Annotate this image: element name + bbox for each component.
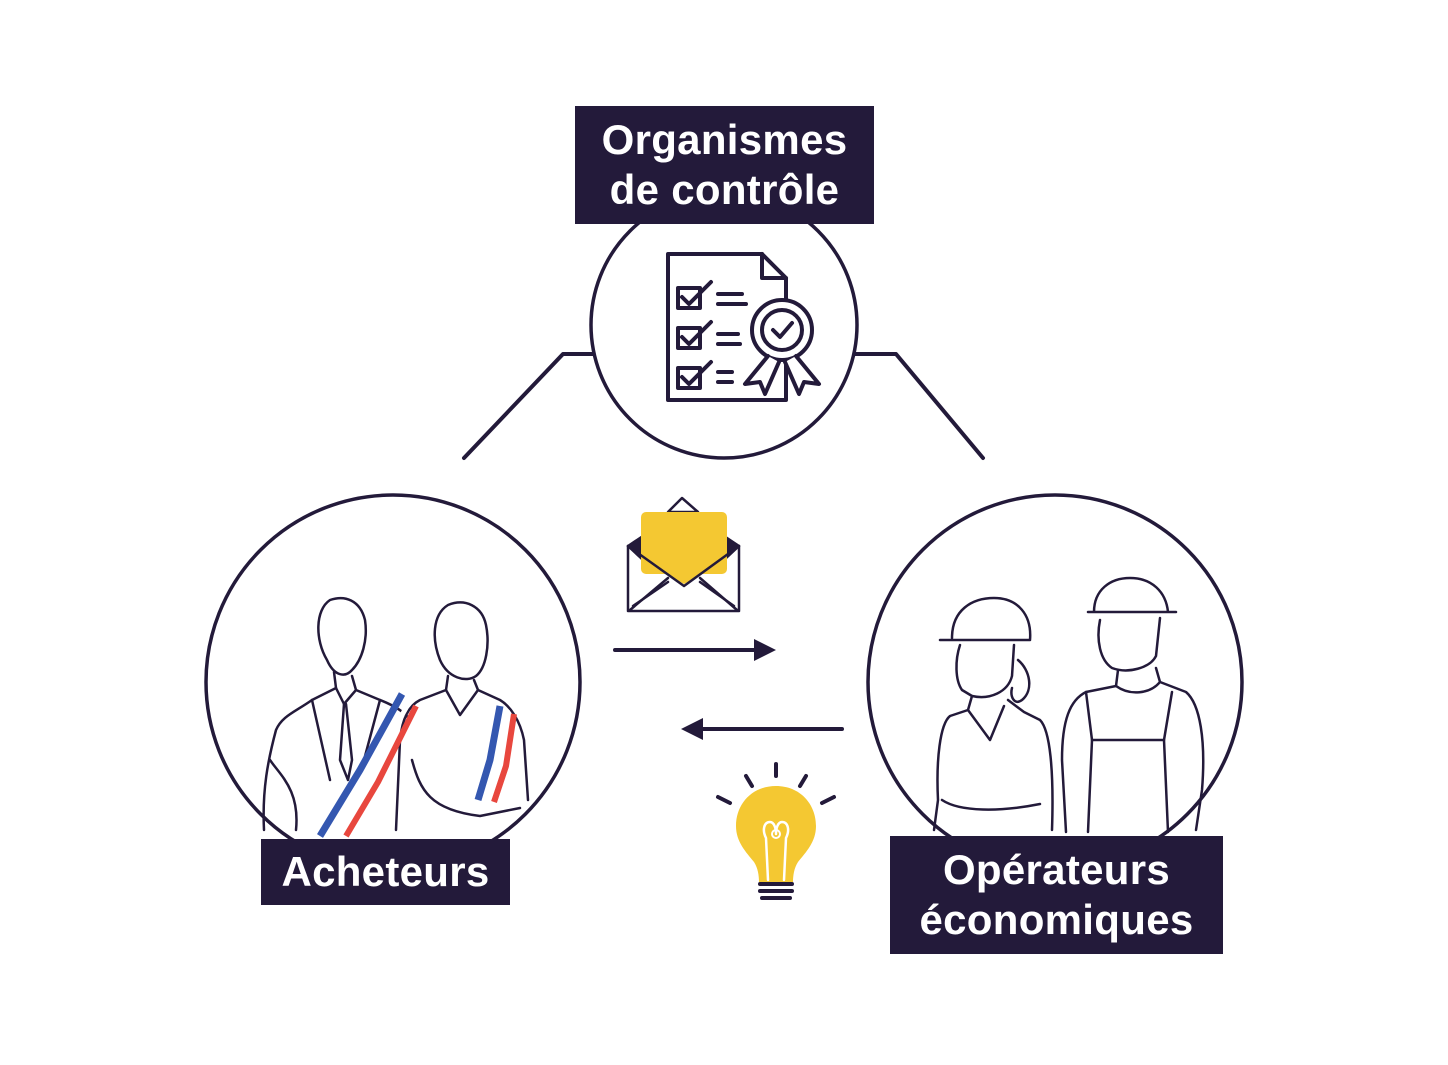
operateurs-circle	[866, 493, 1244, 871]
label-line: Opérateurs	[942, 845, 1171, 893]
arrow-operateurs-to-acheteurs	[681, 718, 844, 740]
label-line: Organismes	[601, 115, 848, 163]
label-operateurs-economiques: Opérateurs économiques	[890, 836, 1223, 954]
organismes-circle	[589, 190, 859, 460]
lightbulb-icon	[716, 762, 836, 900]
label-organismes-de-controle: Organismes de contrôle	[575, 106, 874, 224]
label-line: Acheteurs	[281, 847, 490, 895]
connector-left	[462, 352, 596, 460]
tricolor-sash	[317, 692, 517, 838]
label-line: de contrôle	[609, 166, 840, 213]
label-line: économiques	[919, 896, 1194, 943]
open-envelope-icon	[626, 496, 741, 613]
connector-right	[852, 352, 985, 460]
certified-checklist-icon	[666, 252, 821, 402]
acheteurs-circle	[204, 493, 582, 871]
workers-with-hard-hats-illustration	[932, 576, 1205, 834]
label-acheteurs: Acheteurs	[261, 839, 510, 905]
arrow-acheteurs-to-operateurs	[613, 639, 776, 661]
